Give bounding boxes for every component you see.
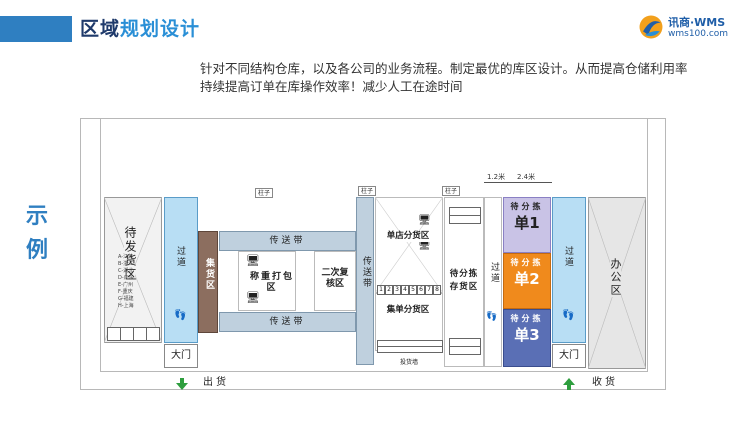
left-passage-label: 过道 [175, 246, 185, 268]
slot: 2 [385, 285, 393, 295]
wait-ship-item: B-浙江 [118, 261, 134, 267]
footprint-icon: 👣 [562, 310, 575, 321]
single-1-zone: 待分拣 单1 [503, 197, 551, 253]
slot: 4 [401, 285, 409, 295]
single-1-caption: 待分拣 [510, 202, 544, 211]
wait-ship-item: C-湖北 [118, 268, 134, 274]
slot: 3 [393, 285, 401, 295]
footprint-icon: 👣 [174, 310, 187, 321]
pillar-label: 柱子 [255, 188, 273, 198]
wait-ship-list: A-江苏 B-浙江 C-湖北 D-广东 E-广州 F-重庆 G-福建 H-上海 [118, 254, 146, 310]
shelf-grid-top [449, 207, 481, 225]
receive-label: 收货 [592, 377, 618, 388]
wait-ship-label: 待发货区 [123, 226, 137, 282]
dimension-line [484, 182, 552, 183]
left-passage [164, 197, 198, 343]
slot: 6 [417, 285, 425, 295]
monitor-icon: 🖥 [418, 215, 431, 226]
wait-ship-item: F-重庆 [118, 289, 133, 295]
pick-grid [377, 340, 443, 354]
wait-ship-item: H-上海 [118, 303, 134, 309]
weigh-pack-zone [238, 251, 296, 311]
monitor-icon: 🖥 [246, 254, 260, 267]
gather-zone-label: 集货区 [204, 258, 214, 291]
description-line-2: 持续提高订单在库操作效率！减少人工在途时间 [200, 79, 463, 94]
right-passage [552, 197, 586, 343]
single-2-zone: 待分拣 单2 [503, 253, 551, 309]
bulk-pick-label: 集单分货区 [386, 305, 430, 315]
wait-ship-bins [107, 327, 161, 341]
pillar-label: 柱子 [358, 186, 376, 196]
single-store-pick-lines [375, 197, 443, 293]
single-2-caption: 待分拣 [510, 258, 544, 267]
slot-row: 1 2 3 4 5 6 7 8 [377, 285, 443, 295]
top-conveyor [219, 231, 356, 251]
left-big-door [164, 344, 198, 368]
single-3-zone: 待分拣 单3 [503, 309, 551, 367]
middle-passage-label: 过道 [489, 262, 499, 284]
inner-border [100, 118, 648, 372]
slot: 1 [377, 285, 385, 295]
ship-out-label: 出货 [203, 377, 229, 388]
wait-ship-item: E-广州 [118, 282, 133, 288]
single-2-label: 单2 [514, 270, 540, 288]
monitor-icon: 🖥 [418, 240, 431, 251]
right-big-door-label: 大门 [559, 350, 579, 361]
logo-icon [639, 15, 663, 39]
weigh-pack-label: 称重打包区 [250, 272, 295, 293]
page-title: 区域规划设计 [80, 16, 200, 42]
slot: 7 [425, 285, 433, 295]
middle-passage [484, 197, 502, 367]
secondary-check-zone [314, 251, 356, 311]
title-part-1: 区域 [80, 18, 121, 40]
wait-ship-item: A-江苏 [118, 254, 134, 260]
ship-out-arrow-icon [176, 378, 188, 390]
logo-url: wms100.com [668, 29, 729, 39]
wait-pick-store-label: 待分拣存货区 [449, 269, 479, 292]
office-label: 办公区 [609, 258, 622, 297]
wait-ship-item: D-广东 [118, 275, 134, 281]
dimension-1: 1.2米 [487, 173, 506, 181]
wait-ship-item: G-福建 [118, 296, 134, 302]
slot: 8 [433, 285, 441, 295]
vertical-conveyor-label: 传送带 [361, 256, 371, 289]
footprint-icon: 👣 [486, 312, 498, 322]
bottom-conveyor-label: 传送带 [269, 317, 306, 327]
description: 针对不同结构仓库，以及各公司的业务流程。制定最优的库区设计。从而提高仓储利用率 … [200, 60, 720, 96]
shelf-grid-bottom [449, 338, 481, 356]
gather-zone [198, 231, 218, 333]
slot: 5 [409, 285, 417, 295]
wait-pick-store-zone [444, 197, 484, 367]
top-conveyor-label: 传送带 [269, 236, 306, 246]
receive-arrow-icon [563, 378, 575, 390]
logo-name: 讯商·WMS [668, 16, 726, 29]
left-big-door-label: 大门 [171, 350, 191, 361]
pillar-label: 柱子 [442, 186, 460, 196]
right-passage-label: 过道 [563, 246, 573, 268]
single-store-pick-label: 单店分货区 [378, 231, 438, 242]
single-1-label: 单1 [514, 214, 540, 232]
title-accent-bar [0, 16, 72, 42]
monitor-icon: 🖥 [246, 291, 260, 304]
bottom-conveyor [219, 312, 356, 332]
description-line-1: 针对不同结构仓库，以及各公司的业务流程。制定最优的库区设计。从而提高仓储利用率 [200, 61, 688, 76]
right-big-door [552, 344, 586, 368]
secondary-check-label: 二次复核区 [321, 268, 349, 289]
title-part-2: 规划设计 [120, 18, 201, 40]
pick-wall-label: 投货墙 [399, 359, 418, 366]
single-3-label: 单3 [514, 326, 540, 344]
vertical-conveyor [356, 197, 374, 365]
dimension-2: 2.4米 [517, 173, 536, 181]
example-label: 示例 [25, 204, 48, 263]
single-3-caption: 待分拣 [510, 314, 544, 323]
